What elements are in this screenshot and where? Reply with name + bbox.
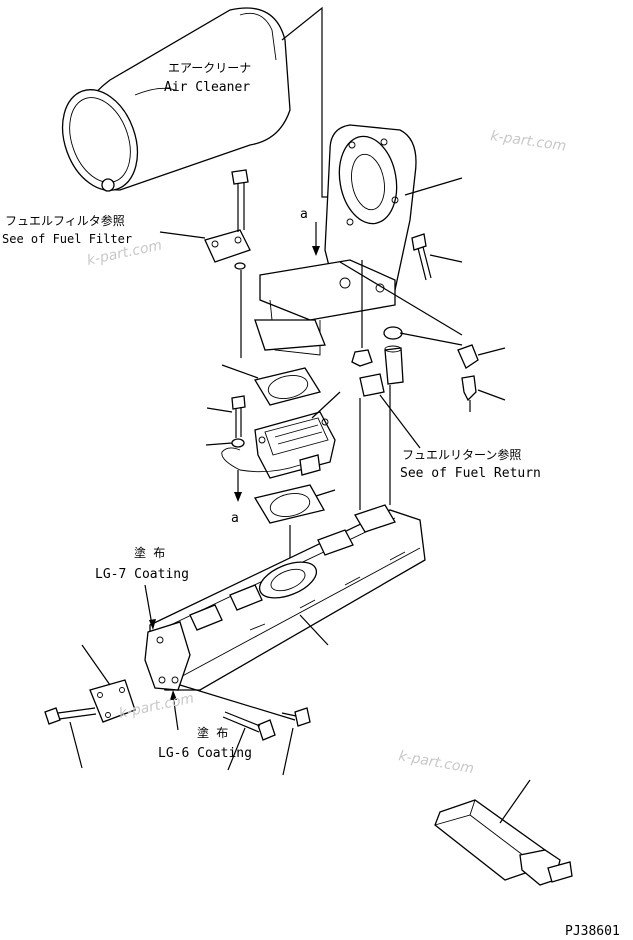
- cover-plate: [89, 679, 136, 723]
- bolt-bottom-left-leader: [69, 721, 83, 769]
- intake-manifold: [144, 504, 426, 691]
- arrow-head-icon: [170, 690, 177, 700]
- arrow-head-icon: [312, 246, 320, 256]
- fuel-filter-bracket: [204, 169, 251, 270]
- fuel-return-label-jp: フュエルリターン参照: [402, 447, 521, 462]
- small-fittings: [351, 326, 479, 412]
- elbow-leader: [404, 177, 463, 196]
- air-cleaner: [61, 7, 291, 192]
- bolt-bottom-right: [281, 707, 311, 727]
- fuel-filter-label-en: See of Fuel Filter: [2, 232, 132, 246]
- gasket-lower: [253, 484, 325, 524]
- bolt-long-leader: [227, 727, 246, 771]
- coating-label-en-2: LG-6 Coating: [158, 746, 252, 761]
- stud-leader: [339, 261, 463, 336]
- gasket-upper-leader: [221, 364, 259, 379]
- air-cleaner-label-jp: エアークリーナ: [168, 61, 251, 75]
- bolt-right-upper: [411, 233, 432, 281]
- bolt-bottom-left: [44, 707, 97, 725]
- washer-left-leader: [205, 442, 233, 446]
- heater-leader: [311, 391, 341, 419]
- center-line-6: [179, 684, 296, 721]
- bolt-bottom-right-leader: [282, 727, 294, 776]
- gasket-lower-leader: [315, 489, 336, 497]
- bolt-left-leader: [206, 407, 233, 413]
- coating-1-arrow: [144, 584, 153, 626]
- sensor-leader: [477, 389, 506, 401]
- coating-2-arrow: [172, 694, 179, 731]
- watermark-1: k-part.com: [489, 128, 567, 154]
- fuel-return-label-en: See of Fuel Return: [400, 466, 541, 481]
- gasket-upper: [253, 367, 322, 406]
- drawing-code: PJ38601: [565, 924, 620, 939]
- manifold-leader: [299, 614, 329, 646]
- bolt-long: [222, 711, 276, 741]
- fuel-filter-leader: [159, 231, 206, 239]
- intake-elbow: [254, 124, 417, 356]
- coating-label-en-1: LG-7 Coating: [95, 567, 189, 582]
- tool-leader: [499, 779, 531, 824]
- collar-leader: [399, 332, 463, 346]
- coating-label-jp-1: 塗 布: [134, 545, 165, 560]
- heater-wire: [221, 447, 301, 473]
- ref-a-bottom: a: [231, 511, 239, 526]
- arrow-head-icon: [149, 619, 156, 630]
- air-cleaner-label-en: Air Cleaner: [164, 80, 250, 95]
- fuel-return-leader: [379, 394, 421, 449]
- coating-label-jp-2: 塗 布: [197, 725, 228, 740]
- special-tool: [434, 799, 573, 886]
- fuel-filter-label-jp: フュエルフィルタ参照: [5, 213, 125, 228]
- watermark-4: k-part.com: [397, 748, 475, 777]
- elbow-fitting-leader: [477, 347, 506, 356]
- cover-plate-leader: [81, 644, 111, 686]
- bolt-right-leader: [429, 254, 463, 263]
- bolt-left-heater: [231, 395, 246, 448]
- arrow-head-icon: [234, 492, 242, 502]
- intake-heater: [254, 411, 336, 479]
- ref-a-top: a: [300, 207, 308, 222]
